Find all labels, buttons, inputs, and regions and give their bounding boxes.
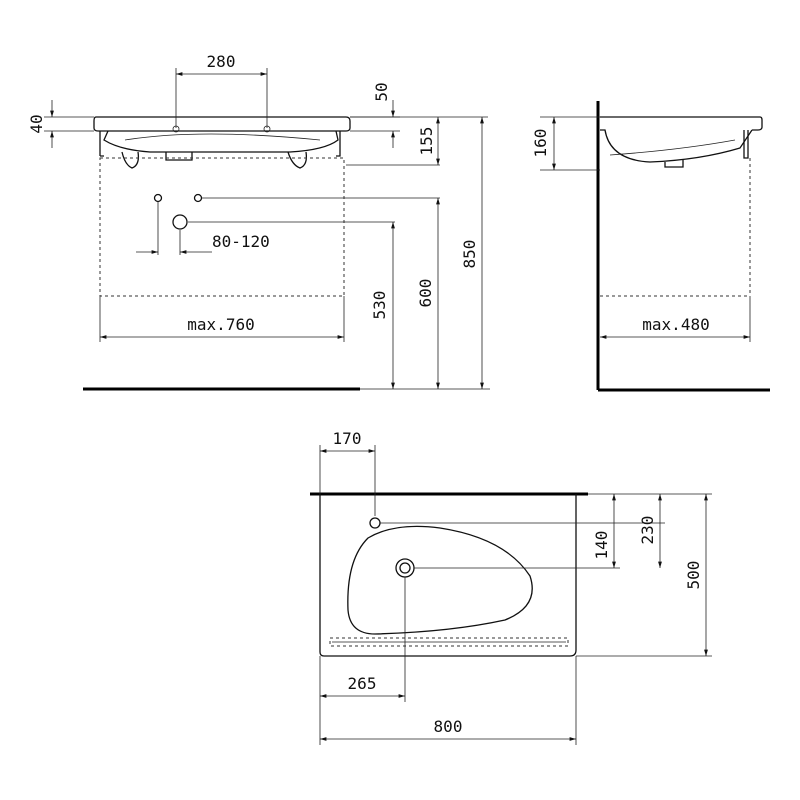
dim-overall-width: 800 (434, 717, 463, 736)
plan-view: 170 140 230 500 265 800 (310, 429, 712, 745)
dim-cabinet-depth: max.480 (642, 315, 709, 334)
bracket-side (743, 130, 749, 159)
dim-basin-depth: 40 (27, 114, 46, 133)
dim-taphole-offset: 170 (333, 429, 362, 448)
basin-drain-front (165, 152, 193, 161)
basin-outline-plan (319, 494, 577, 657)
dim-supply-height: 600 (416, 279, 435, 308)
side-view: 160 max.480 (531, 101, 770, 392)
drain-plan (395, 558, 415, 578)
basin-inner-curve (124, 133, 321, 141)
supply-point-left (153, 193, 163, 203)
towel-rail-plan (329, 637, 569, 647)
dim-overflow: 50 (372, 82, 391, 101)
cabinet-outline-front (99, 157, 345, 297)
basin-top-front (93, 116, 351, 132)
tap-hole-plan (369, 517, 381, 529)
bracket-right (287, 131, 341, 169)
dim-cabinet-width: max.760 (187, 315, 254, 334)
dim-drain-offset-front: 80-120 (212, 232, 270, 251)
front-view: 280 40 50 155 80-120 max.760 530 60 (27, 52, 490, 391)
dim-basin-height: 160 (531, 129, 550, 158)
dim-top-height: 850 (460, 240, 479, 269)
dim-taphole-depth: 230 (638, 516, 657, 545)
bracket-left (99, 131, 140, 169)
basin-bowl-plan (347, 525, 533, 635)
dim-siphon: 155 (417, 127, 436, 156)
basin-profile-side (600, 116, 763, 163)
basin-bowl-front (103, 130, 339, 153)
supply-point-right (193, 193, 203, 203)
dim-drain-depth: 140 (592, 531, 611, 560)
waste-outlet (172, 214, 188, 230)
dim-tap-spacing: 280 (207, 52, 236, 71)
dim-overall-depth: 500 (684, 561, 703, 590)
dim-waste-height: 530 (370, 291, 389, 320)
dim-drain-offset-plan: 265 (348, 674, 377, 693)
